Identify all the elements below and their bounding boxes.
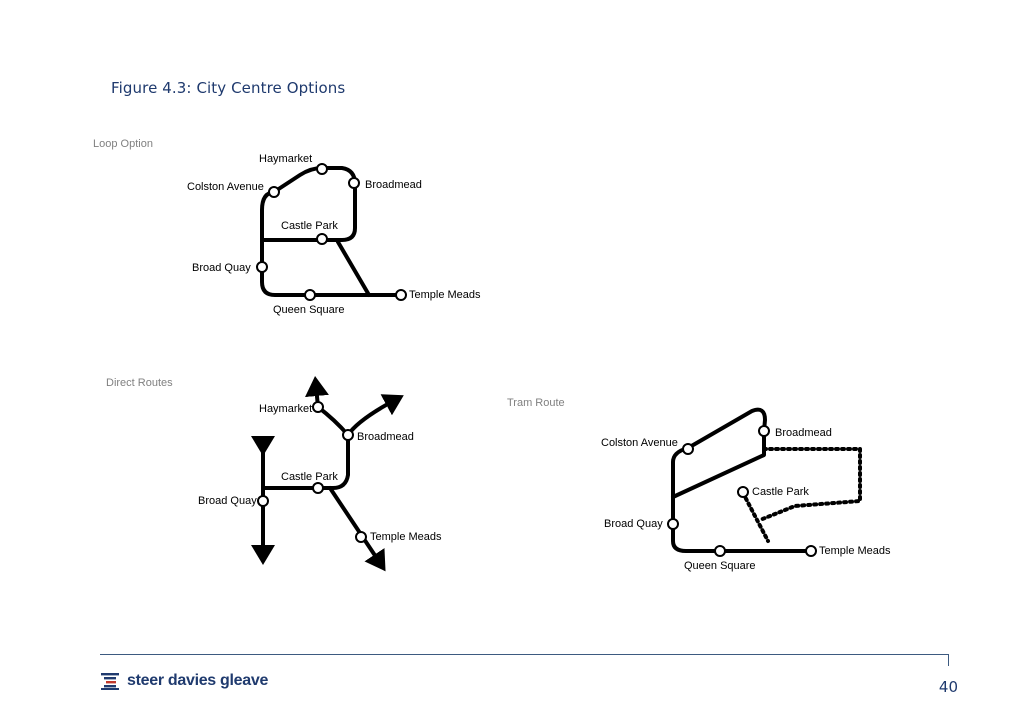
station-marker-queen-square [304,289,316,301]
tram-dotted-spur [741,491,770,543]
station-label-colston-avenue: Colston Avenue [601,437,678,449]
station-label-broadmead: Broadmead [357,431,414,443]
loop-diagonal-line [336,240,371,297]
station-label-haymarket: Haymarket [259,153,312,165]
station-label-broadmead: Broadmead [775,427,832,439]
station-label-castle-park: Castle Park [281,471,338,483]
station-label-broad-quay: Broad Quay [198,495,257,507]
tram-line-south [671,522,813,553]
station-marker-temple-meads [805,545,817,557]
station-label-castle-park: Castle Park [752,486,809,498]
figure-title: Figure 4.3: City Centre Options [111,79,346,97]
loop-line [260,166,357,269]
station-marker-broad-quay [667,518,679,530]
station-marker-broad-quay [256,261,268,273]
station-label-queen-square: Queen Square [273,304,345,316]
station-marker-colston-avenue [682,443,694,455]
tram-dotted-loop [758,447,862,522]
loop-option-label: Loop Option [93,138,153,150]
station-label-broadmead: Broadmead [365,179,422,191]
company-name: steer davies gleave [127,672,269,689]
station-marker-broadmead [758,425,770,437]
tram-route-panel: Tram Route Colston Avenue Broadmead Cast… [507,397,891,572]
station-label-queen-square: Queen Square [684,560,756,572]
station-label-temple-meads: Temple Meads [819,545,891,557]
station-label-broad-quay: Broad Quay [192,262,251,274]
station-marker-temple-meads [355,531,367,543]
loop-option-panel: Loop Option Haymarket Colston Avenue Bro… [93,138,481,316]
station-marker-temple-meads [395,289,407,301]
station-marker-castle-park [737,486,749,498]
station-marker-colston-avenue [268,186,280,198]
company-logo: steer davies gleave [101,672,268,690]
station-label-broad-quay: Broad Quay [604,518,663,530]
station-label-colston-avenue: Colston Avenue [187,181,264,193]
direct-routes-panel: Direct Routes Haymarket Broadmead Castle… [106,376,442,572]
station-marker-castle-park [316,233,328,245]
station-marker-haymarket [316,163,328,175]
tram-line-inner [671,429,766,499]
route-options-diagram: Loop Option Haymarket Colston Avenue Bro… [93,138,891,572]
station-marker-broad-quay [257,495,269,507]
loop-lower-line [260,265,403,297]
footer-rule-tick [948,654,949,666]
station-marker-broadmead [342,429,354,441]
direct-route-broadmead-branch [316,405,350,490]
sdg-stripes-logo-icon [101,673,119,690]
station-label-castle-park: Castle Park [281,220,338,232]
station-label-haymarket: Haymarket [259,403,312,415]
station-marker-haymarket [312,401,324,413]
station-marker-broadmead [348,177,360,189]
station-label-temple-meads: Temple Meads [370,531,442,543]
direct-routes-label: Direct Routes [106,377,173,389]
tram-line-main [671,407,767,526]
footer-rule [100,654,949,655]
station-label-temple-meads: Temple Meads [409,289,481,301]
tram-route-label: Tram Route [507,397,565,409]
station-marker-castle-park [312,482,324,494]
direct-route-southeast-arrow [328,486,386,572]
station-marker-queen-square [714,545,726,557]
page-number: 40 [938,678,958,696]
direct-route-northeast-arrow [346,394,404,437]
